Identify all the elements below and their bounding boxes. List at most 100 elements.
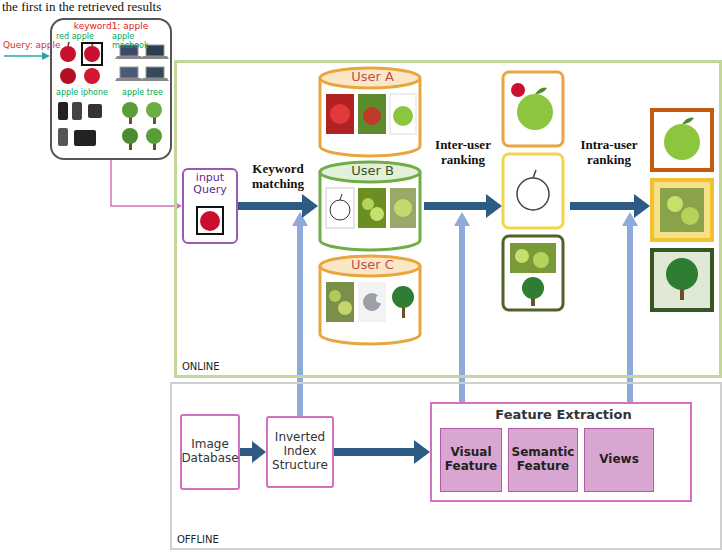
process-box: Inverted Index Structure bbox=[266, 416, 334, 488]
node-label: Visual Feature bbox=[441, 444, 501, 476]
user-a-photos bbox=[326, 94, 354, 134]
intra-ranking-arrow bbox=[634, 194, 650, 218]
inter-ranked-images bbox=[511, 83, 525, 97]
tree-images bbox=[122, 102, 138, 118]
user-a-photos bbox=[330, 104, 350, 124]
user-b-photos bbox=[370, 207, 384, 221]
red-apple-images bbox=[68, 42, 69, 46]
inter-ranked-images bbox=[510, 243, 556, 273]
user-a-photos bbox=[390, 94, 416, 134]
node-label: Image Database bbox=[178, 435, 241, 469]
intra-ranking-arrow bbox=[570, 194, 650, 218]
phone-images bbox=[88, 104, 102, 118]
inter-ranked-images bbox=[535, 88, 547, 94]
phone-images bbox=[58, 102, 68, 120]
laptop-images bbox=[115, 78, 143, 81]
laptop-images bbox=[146, 67, 164, 78]
feature-up-arrows bbox=[292, 212, 638, 416]
red-apple-images bbox=[84, 46, 100, 62]
feature-up-arrows bbox=[297, 224, 303, 416]
region-label: OFFLINE bbox=[172, 534, 219, 548]
user-c-photos bbox=[338, 301, 352, 315]
user-a-photos bbox=[393, 106, 413, 126]
tree-images bbox=[146, 102, 162, 118]
phone-images bbox=[72, 102, 82, 120]
step-label: Inter-user ranking bbox=[426, 138, 500, 168]
arrow-head bbox=[252, 441, 266, 463]
tree-images bbox=[146, 128, 162, 144]
laptop-images bbox=[141, 78, 169, 81]
connector-line bbox=[334, 448, 416, 456]
query-image bbox=[197, 207, 223, 234]
group-box: Feature ExtractionVisual FeatureSemantic… bbox=[430, 402, 692, 502]
connector bbox=[111, 160, 182, 210]
inter-ranking-arrow bbox=[424, 202, 488, 210]
laptop-images bbox=[120, 67, 138, 78]
inter-ranked-images bbox=[503, 154, 563, 228]
user-c-photos bbox=[329, 290, 341, 302]
user-cylinder: User A bbox=[318, 66, 422, 158]
final-ranked-images bbox=[652, 110, 712, 170]
inter-ranked-images bbox=[517, 178, 549, 210]
red-apple-images bbox=[60, 68, 76, 84]
arrow-head bbox=[302, 194, 318, 218]
user-label: User C bbox=[318, 254, 422, 276]
feature-box: Visual Feature bbox=[440, 428, 502, 492]
user-a-photos bbox=[363, 107, 381, 125]
edge-label: Keyword matching bbox=[238, 162, 318, 192]
connector bbox=[240, 441, 266, 463]
user-label: User B bbox=[318, 160, 422, 182]
inter-ranked-images bbox=[503, 72, 563, 146]
group-label: apple iphone bbox=[56, 88, 116, 97]
final-ranked-images bbox=[667, 196, 683, 212]
final-ranked-images bbox=[660, 188, 704, 232]
red-apple-images bbox=[60, 42, 102, 84]
laptop-images bbox=[115, 45, 169, 81]
query-box: input Query bbox=[182, 168, 238, 244]
laptop-images bbox=[141, 56, 169, 59]
user-c-photos bbox=[326, 282, 354, 322]
node-label: Inverted Index Structure bbox=[268, 428, 332, 475]
connector-line bbox=[111, 160, 176, 206]
node-label: Semantic Feature bbox=[509, 444, 577, 476]
query-image bbox=[200, 211, 220, 231]
final-ranked-images bbox=[682, 118, 694, 124]
cylinder-body bbox=[320, 78, 420, 156]
online-region: ONLINE input Query User AUser B User C bbox=[174, 60, 722, 378]
feature-box: Views bbox=[584, 428, 654, 492]
cylinder-body bbox=[320, 172, 420, 250]
final-ranked-images bbox=[666, 258, 698, 290]
feature-up-arrows bbox=[622, 212, 638, 226]
laptop-images bbox=[146, 45, 164, 56]
query-arrow bbox=[4, 52, 50, 60]
user-cylinder: User B bbox=[318, 160, 422, 252]
inter-ranked-images bbox=[515, 249, 529, 263]
laptop-images bbox=[115, 56, 143, 59]
inter-ranked-images bbox=[522, 277, 544, 299]
query-image bbox=[197, 207, 223, 234]
connector-line bbox=[238, 202, 304, 210]
red-apple-images bbox=[82, 43, 102, 65]
phone-images bbox=[58, 128, 68, 146]
user-a-photos bbox=[358, 94, 386, 134]
user-c-photos bbox=[376, 295, 384, 303]
step-label: Intra-user ranking bbox=[572, 138, 646, 168]
region-label: ONLINE bbox=[177, 361, 220, 375]
user-b-photos bbox=[358, 188, 386, 228]
inter-ranked-images bbox=[533, 170, 536, 178]
user-c-photos bbox=[390, 282, 416, 322]
query-arrow bbox=[4, 55, 43, 57]
user-a-photos bbox=[326, 94, 416, 134]
red-apple-images bbox=[60, 46, 76, 62]
tree-images bbox=[122, 102, 162, 150]
phone-images bbox=[74, 130, 96, 146]
cylinder-body bbox=[320, 266, 420, 344]
group-label: red apple bbox=[56, 32, 112, 41]
inter-ranking-arrow bbox=[486, 194, 502, 218]
inter-ranked-images bbox=[533, 252, 549, 268]
inter-ranked-images bbox=[503, 236, 563, 310]
connector bbox=[334, 440, 430, 464]
user-b-photos bbox=[390, 188, 416, 228]
final-ranked-images bbox=[652, 180, 712, 240]
